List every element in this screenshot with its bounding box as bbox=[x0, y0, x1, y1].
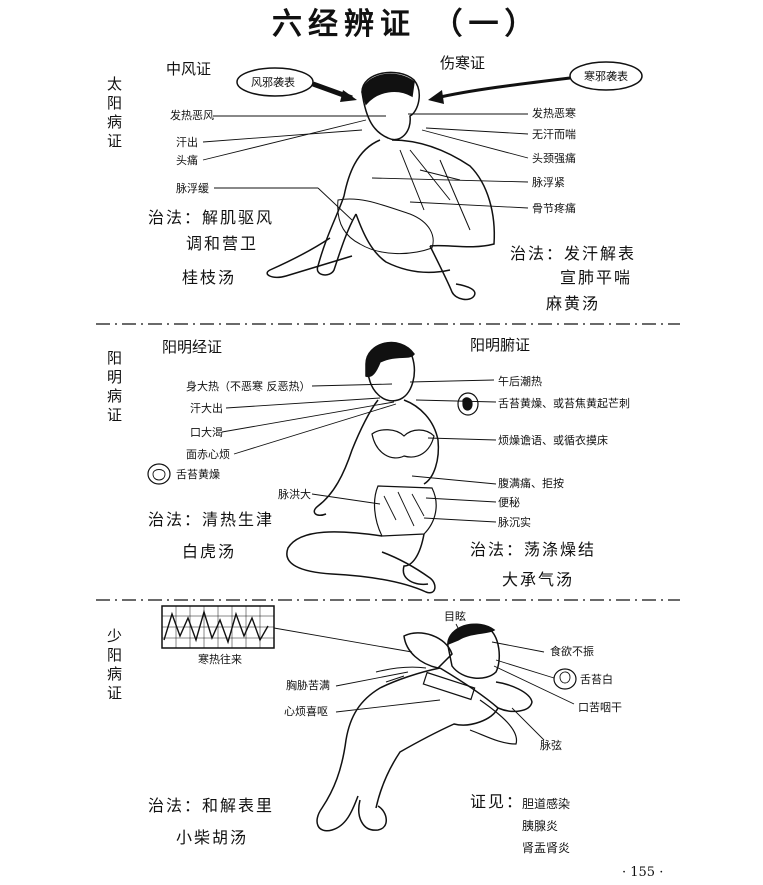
symptom-label: 面赤心烦 bbox=[186, 448, 230, 461]
section-label-shaoyang: 少阳病证 bbox=[105, 628, 123, 704]
treatment-text: 治法：荡涤燥结 bbox=[470, 540, 597, 559]
symptom-label: 舌苔黄燥、或苔焦黄起芒刺 bbox=[498, 397, 630, 410]
symptom-label: 身大热（不恶寒 反恶热） bbox=[186, 380, 311, 393]
treatment-text: 治法：和解表里 bbox=[148, 796, 275, 815]
treatment-text: 治法：解肌驱风 bbox=[148, 208, 275, 227]
symptom-label: 发热恶风 bbox=[170, 109, 214, 122]
symptom-label: 腹满痛、拒按 bbox=[498, 477, 564, 490]
symptom-label: 头痛 bbox=[176, 154, 198, 167]
section-label-yangming: 阳明病证 bbox=[105, 350, 123, 426]
treatment-text: 宣肺平喘 bbox=[560, 268, 633, 287]
symptom-label: 口大渴 bbox=[190, 426, 223, 439]
cause-oval-wind bbox=[236, 67, 314, 97]
section-label-taiyang: 太阳病证 bbox=[105, 76, 123, 152]
symptom-label: 脉浮紧 bbox=[532, 176, 565, 189]
symptom-label: 无汗而喘 bbox=[532, 128, 576, 141]
symptom-label: 头颈强痛 bbox=[532, 152, 576, 165]
symptom-label: 目眩 bbox=[444, 610, 466, 623]
tongue-icon bbox=[553, 668, 577, 690]
symptom-label: 骨节疼痛 bbox=[532, 202, 576, 215]
symptom-label: 舌苔白 bbox=[580, 673, 613, 686]
treatment-text: 麻黄汤 bbox=[546, 294, 601, 313]
figure-taiyang bbox=[266, 71, 496, 301]
seen-in-item: 肾盂肾炎 bbox=[522, 841, 571, 855]
symptom-label: 脉沉实 bbox=[498, 516, 531, 529]
symptom-label: 脉弦 bbox=[540, 739, 562, 752]
figure-yangming bbox=[286, 341, 440, 594]
heading-shanghan: 伤寒证 bbox=[440, 54, 486, 72]
symptom-label: 发热恶寒 bbox=[532, 107, 576, 120]
heading-zhongfeng: 中风证 bbox=[166, 60, 212, 78]
cause-oval-cold bbox=[569, 61, 643, 91]
symptom-label: 便秘 bbox=[498, 496, 520, 509]
heading-yangming-jing: 阳明经证 bbox=[162, 338, 223, 356]
seen-in-item: 胆道感染 bbox=[522, 797, 571, 811]
cause-cold-label: 寒邪袭表 bbox=[584, 70, 628, 83]
tongue-icon bbox=[147, 463, 171, 485]
treatment-text: 治法：清热生津 bbox=[148, 510, 275, 529]
page-title: 六经辨证 （一） bbox=[272, 7, 541, 42]
symptom-label: 胸胁苦满 bbox=[286, 679, 330, 692]
seen-in-label: 证见： bbox=[470, 792, 525, 811]
symptom-label: 口苦咽干 bbox=[578, 701, 622, 714]
seen-in-item: 胰腺炎 bbox=[522, 819, 559, 833]
symptom-label: 汗出 bbox=[176, 136, 198, 149]
treatment-text: 大承气汤 bbox=[502, 570, 575, 589]
treatment-text: 治法：发汗解表 bbox=[510, 244, 637, 263]
symptom-label: 烦燥谵语、或循衣摸床 bbox=[498, 434, 608, 447]
symptom-label: 脉浮缓 bbox=[176, 182, 209, 195]
symptom-label: 午后潮热 bbox=[498, 375, 542, 388]
arrow-cold bbox=[435, 76, 571, 100]
symptom-label: 舌苔黄燥 bbox=[176, 468, 220, 481]
heading-yangming-fu: 阳明腑证 bbox=[470, 336, 531, 354]
symptom-label: 汗大出 bbox=[190, 402, 223, 415]
cause-wind-label: 风邪袭表 bbox=[251, 76, 295, 89]
treatment-text: 桂枝汤 bbox=[182, 268, 237, 287]
chart-caption: 寒热往来 bbox=[198, 653, 242, 666]
treatment-text: 小柴胡汤 bbox=[176, 828, 249, 847]
treatment-text: 白虎汤 bbox=[182, 542, 237, 561]
treatment-text: 调和营卫 bbox=[186, 234, 259, 253]
figure-shaoyang bbox=[316, 623, 533, 832]
page-number: · 155 · bbox=[622, 865, 664, 880]
symptom-label: 食欲不振 bbox=[550, 645, 594, 658]
temperature-chart-icon bbox=[161, 605, 275, 649]
symptom-label: 心烦喜呕 bbox=[284, 705, 328, 718]
symptom-label: 脉洪大 bbox=[278, 488, 311, 501]
